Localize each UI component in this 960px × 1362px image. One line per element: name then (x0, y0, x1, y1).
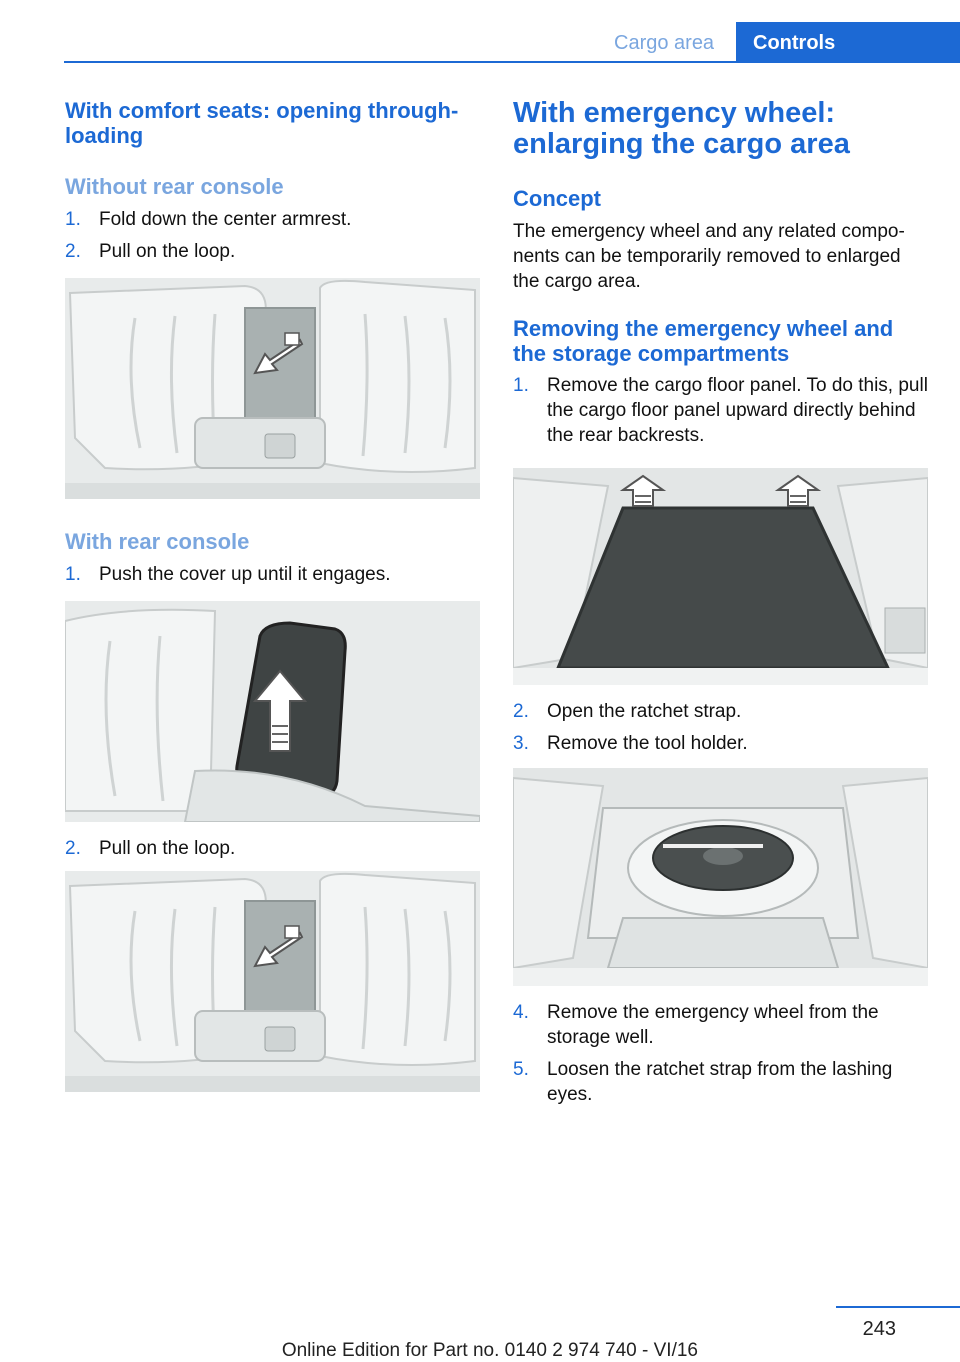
steps-removing-2: 2. Open the ratchet strap. 3. Remove the t… (513, 699, 928, 756)
steps-with-console-1: 1. Push the cover up until it engages. (65, 562, 480, 587)
list-item: 3. Remove the tool holder. (513, 731, 928, 756)
steps-removing-3: 4. Remove the emergency wheel from the st… (513, 1000, 928, 1107)
step-number: 1. (513, 375, 529, 396)
figure-rear-seats-loop (65, 871, 480, 1092)
step-number: 2. (65, 241, 81, 262)
figure-rear-console-cover (65, 601, 480, 822)
header-chapter-tab: Controls (736, 22, 960, 62)
step-number: 3. (513, 733, 529, 754)
step-text: Remove the cargo floor panel. To do this… (547, 375, 928, 446)
section-heading-through-loading: With comfort seats: opening through‐load… (65, 98, 459, 148)
step-number: 4. (513, 1002, 529, 1023)
left-column: With comfort seats: opening through‐load… (65, 98, 480, 1092)
step-number: 5. (513, 1059, 529, 1080)
list-item: 5. Loosen the ratchet strap from the lash… (513, 1057, 928, 1107)
list-item: 2. Pull on the loop. (65, 836, 480, 861)
figure-cargo-floor-panel (513, 468, 928, 685)
subheading-removing: Removing the emergency wheel and the sto… (513, 316, 894, 366)
list-item: 4. Remove the emergency wheel from the st… (513, 1000, 928, 1050)
step-text: Remove the tool holder. (547, 733, 748, 754)
list-item: 1. Remove the cargo floor panel. To do th… (513, 373, 928, 448)
subheading-concept: Concept (513, 186, 601, 211)
figure-emergency-wheel-well (513, 768, 928, 986)
edition-note: Online Edition for Part no. 0140 2 974 7… (281, 1340, 698, 1361)
step-text: Fold down the center armrest. (99, 209, 352, 230)
step-number: 2. (513, 701, 529, 722)
list-item: 1. Push the cover up until it engages. (65, 562, 480, 587)
subheading-without-rear-console: Without rear console (65, 174, 284, 199)
step-text: Remove the emergency wheel from the stor… (547, 1002, 879, 1048)
steps-without-console: 1. Fold down the center armrest. 2. Pull o… (65, 207, 480, 264)
section-heading-emergency-wheel: With emergency wheel: enlarging the carg… (513, 97, 850, 160)
page-number: 243 (862, 1318, 896, 1340)
step-text: Pull on the loop. (99, 838, 236, 859)
step-text: Open the ratchet strap. (547, 701, 742, 722)
step-text: Loosen the ratchet strap from the lashin… (547, 1059, 893, 1105)
list-item: 1. Fold down the center armrest. (65, 207, 480, 232)
steps-with-console-2: 2. Pull on the loop. (65, 836, 480, 861)
list-item: 2. Pull on the loop. (65, 239, 480, 264)
right-column: With emergency wheel: enlarging the carg… (513, 98, 928, 1114)
step-number: 2. (65, 838, 81, 859)
step-number: 1. (65, 564, 81, 585)
step-text: Pull on the loop. (99, 241, 236, 262)
subheading-with-rear-console: With rear console (65, 529, 250, 554)
footer-rule (836, 1306, 960, 1308)
concept-text: The emergency wheel and any related comp… (513, 221, 905, 292)
list-item: 2. Open the ratchet strap. (513, 699, 928, 724)
step-text: Push the cover up until it engages. (99, 564, 391, 585)
step-number: 1. (65, 209, 81, 230)
figure-rear-seats-armrest (65, 278, 480, 499)
header-section-label: Cargo area (614, 32, 715, 54)
steps-removing-1: 1. Remove the cargo floor panel. To do th… (513, 373, 928, 448)
header-rule (64, 61, 960, 63)
